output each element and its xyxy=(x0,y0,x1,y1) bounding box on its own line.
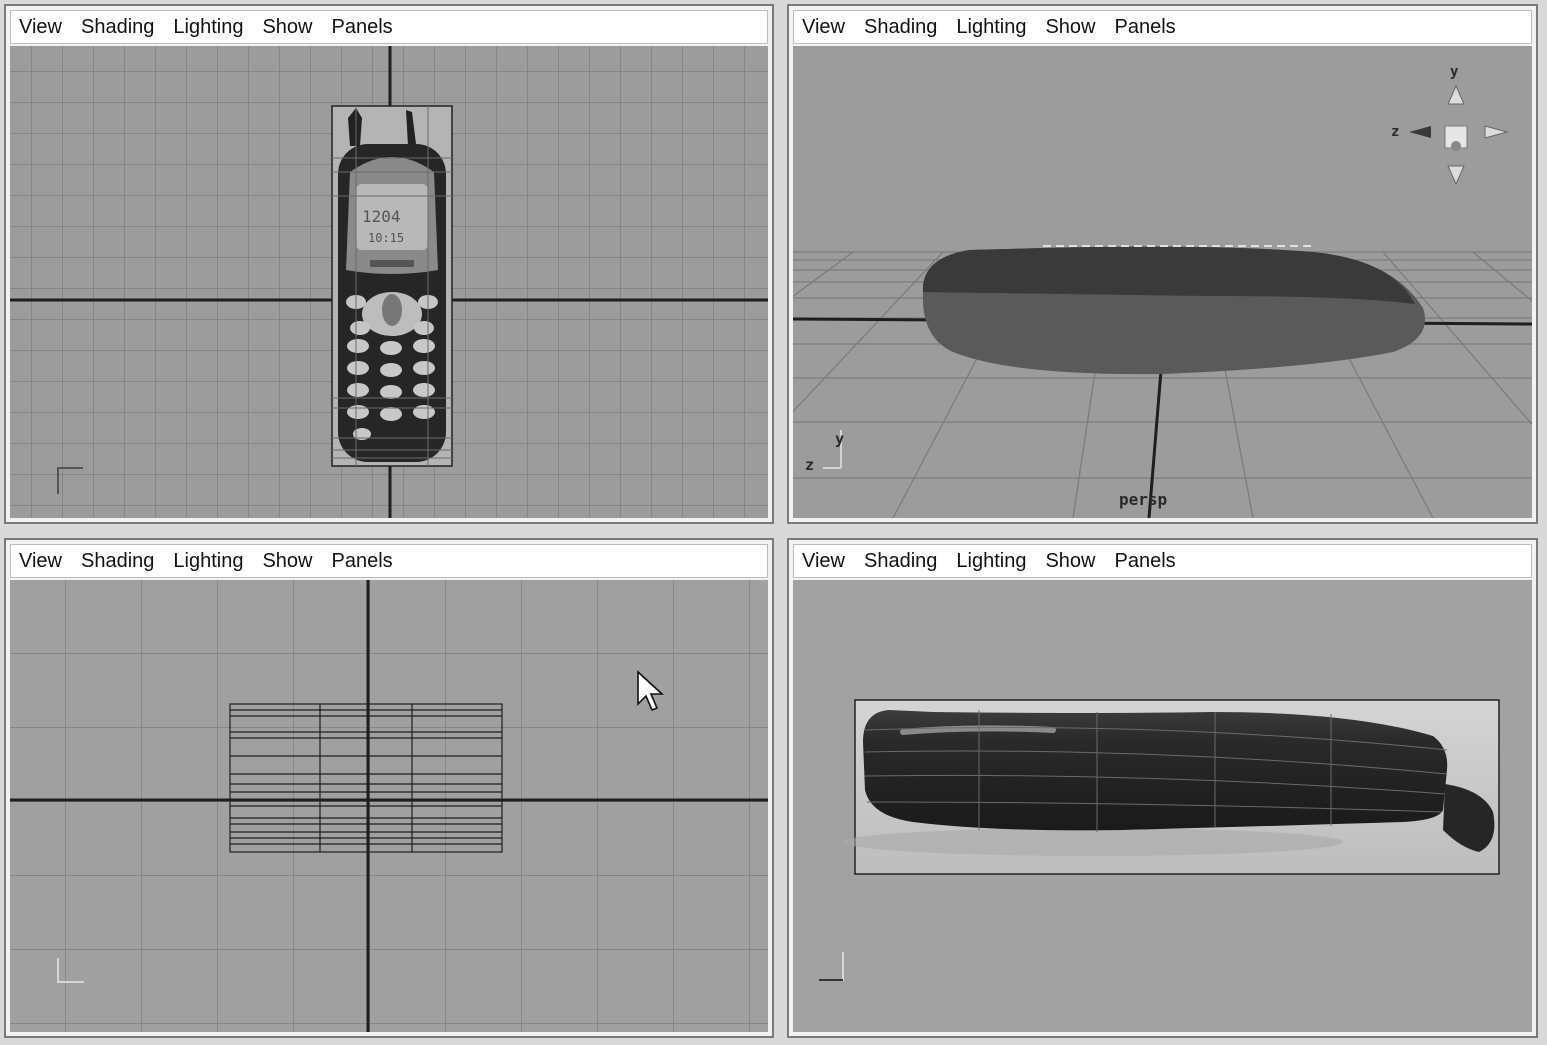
viewport-pane-top[interactable]: View Shading Lighting Show Panels xyxy=(4,4,774,524)
axis-z-label: z xyxy=(805,456,814,474)
menu-shading[interactable]: Shading xyxy=(864,15,938,38)
menu-shading[interactable]: Shading xyxy=(864,549,938,572)
menu-lighting[interactable]: Lighting xyxy=(956,549,1027,572)
viewport-front-canvas[interactable] xyxy=(10,580,768,1032)
menu-view[interactable]: View xyxy=(802,15,845,38)
svg-text:10:15: 10:15 xyxy=(368,231,404,245)
phone-side-image-plane[interactable] xyxy=(843,699,1500,875)
svg-text:1204: 1204 xyxy=(362,207,401,226)
viewport-persp[interactable]: y z y z persp xyxy=(793,46,1532,518)
phone-front-image-plane[interactable]: 1204 10:15 xyxy=(331,105,453,467)
viewport-front[interactable] xyxy=(10,580,768,1032)
phone-mesh-shaded[interactable] xyxy=(922,245,1425,375)
phone-mesh-wireframe[interactable] xyxy=(229,703,503,853)
menu-shading[interactable]: Shading xyxy=(81,549,155,572)
panel-menubar: View Shading Lighting Show Panels xyxy=(10,10,768,44)
axis-gizmo-icon: y z xyxy=(805,430,844,474)
view-axis-indicator-icon xyxy=(57,467,83,494)
view-axis-indicator-icon xyxy=(57,958,84,983)
menu-lighting[interactable]: Lighting xyxy=(173,15,244,38)
camera-name-label: persp xyxy=(1119,490,1167,509)
menu-lighting[interactable]: Lighting xyxy=(173,549,244,572)
view-cube-icon[interactable]: y z xyxy=(1391,64,1509,186)
axis-y-label: y xyxy=(835,430,844,448)
menu-view[interactable]: View xyxy=(19,15,62,38)
menu-panels[interactable]: Panels xyxy=(331,15,393,38)
menu-lighting[interactable]: Lighting xyxy=(956,15,1027,38)
menu-show[interactable]: Show xyxy=(1045,549,1096,572)
view-axis-indicator-icon xyxy=(819,952,844,981)
viewport-pane-persp[interactable]: View Shading Lighting Show Panels xyxy=(787,4,1538,524)
panel-menubar: View Shading Lighting Show Panels xyxy=(793,544,1532,578)
menu-view[interactable]: View xyxy=(802,549,845,572)
viewport-pane-front[interactable]: View Shading Lighting Show Panels xyxy=(4,538,774,1038)
perspective-grid xyxy=(793,251,1532,518)
menu-panels[interactable]: Panels xyxy=(331,549,393,572)
menu-view[interactable]: View xyxy=(19,549,62,572)
panel-menubar: View Shading Lighting Show Panels xyxy=(10,544,768,578)
viewport-side[interactable] xyxy=(793,580,1532,1032)
menu-panels[interactable]: Panels xyxy=(1114,15,1176,38)
menu-show[interactable]: Show xyxy=(262,549,313,572)
viewport-pane-side[interactable]: View Shading Lighting Show Panels xyxy=(787,538,1538,1038)
mouse-cursor-icon xyxy=(637,670,665,712)
menu-shading[interactable]: Shading xyxy=(81,15,155,38)
menu-panels[interactable]: Panels xyxy=(1114,549,1176,572)
viewport-persp-canvas[interactable]: y z y z persp xyxy=(793,46,1532,518)
grid-axis-z xyxy=(1147,345,1165,518)
view-cube-z-label: z xyxy=(1391,124,1399,140)
viewport-top[interactable]: 1204 10:15 xyxy=(10,46,768,518)
panel-menubar: View Shading Lighting Show Panels xyxy=(793,10,1532,44)
viewport-top-canvas[interactable]: 1204 10:15 xyxy=(10,46,768,518)
menu-show[interactable]: Show xyxy=(1045,15,1096,38)
viewport-side-canvas[interactable] xyxy=(793,580,1532,1032)
menu-show[interactable]: Show xyxy=(262,15,313,38)
view-cube-y-label: y xyxy=(1450,64,1459,80)
